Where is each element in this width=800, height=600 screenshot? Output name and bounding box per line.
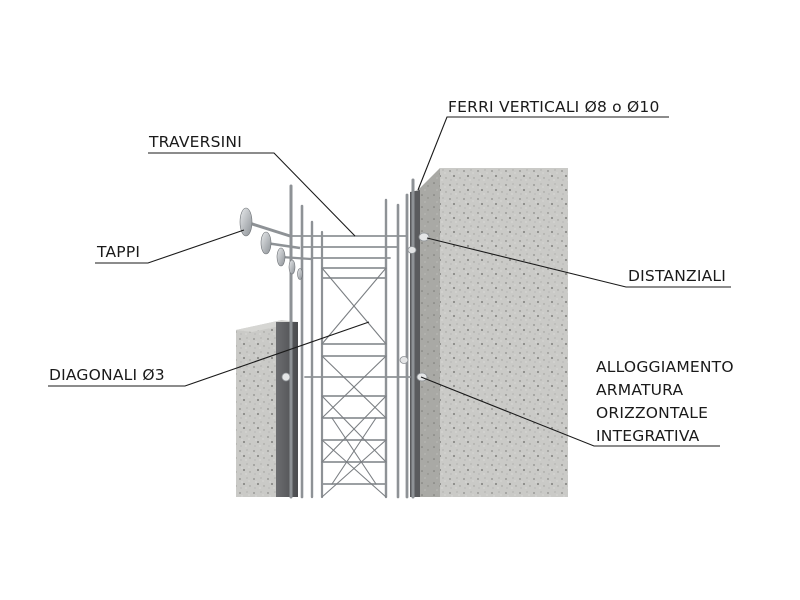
leader-diagonali — [48, 321, 370, 387]
leader-tappi — [95, 229, 245, 264]
left-concrete-panel — [236, 320, 298, 497]
leader-ferri-verticali — [417, 116, 669, 191]
spacers — [281, 232, 430, 382]
label-diagonali: DIAGONALI Ø3 — [49, 366, 165, 384]
label-alloggiamento-line-4: INTEGRATIVA — [596, 427, 700, 445]
rebar-cage — [289, 178, 415, 499]
leader-distanziali — [426, 237, 731, 288]
labels: FERRI VERTICALI Ø8 o Ø10 TRAVERSINI TAPP… — [49, 98, 734, 445]
right-concrete-panel — [410, 168, 568, 497]
label-distanziali: DISTANZIALI — [628, 267, 726, 285]
leader-alloggiamento — [420, 376, 720, 447]
label-tappi: TAPPI — [96, 243, 140, 261]
label-traversini: TRAVERSINI — [148, 133, 242, 151]
label-alloggiamento-line-1: ALLOGGIAMENTO — [596, 358, 734, 376]
leader-lines — [48, 116, 731, 447]
caps — [239, 207, 312, 280]
label-alloggiamento-line-2: ARMATURA — [596, 381, 684, 399]
leader-traversini — [148, 152, 356, 237]
label-alloggiamento-line-3: ORIZZONTALE — [596, 404, 708, 422]
label-ferri-verticali: FERRI VERTICALI Ø8 o Ø10 — [448, 98, 660, 116]
